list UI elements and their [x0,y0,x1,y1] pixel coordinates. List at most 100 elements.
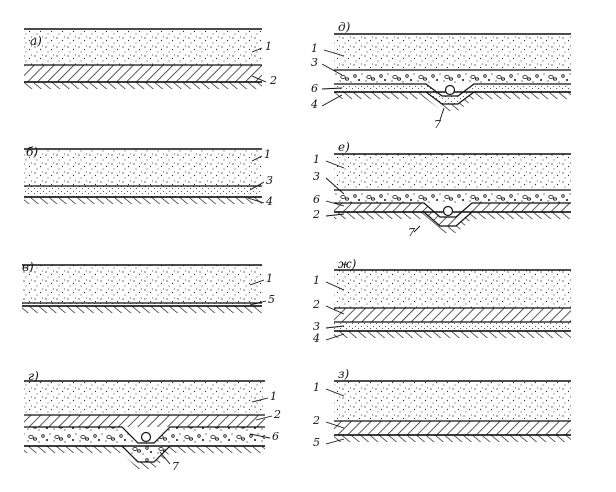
callout-lines [159,47,445,465]
layer-label: 7 [172,460,179,473]
callout-line [325,160,345,169]
layer-label: 3 [313,170,320,183]
layer-gravel [334,70,571,84]
callout-line [249,181,265,191]
layer-label: 2 [312,208,320,221]
callout-line [249,433,271,439]
layer-label: 7 [434,118,441,131]
callout-line [251,155,263,162]
layer-label: 5 [268,293,275,306]
callout-line [325,325,345,329]
layer-label: 1 [265,40,272,53]
layer-hatch [24,65,262,82]
drain-pipe [140,431,152,443]
callout-line [321,63,343,76]
layer-label: 1 [311,42,318,55]
panel-v [22,264,262,313]
layer-label: 3 [266,174,273,187]
layer-hatch [24,415,265,427]
callout-line [255,415,273,421]
layer-label: 2 [312,414,320,427]
panel-letter: ж) [338,257,357,271]
layer-ground [24,197,262,204]
callout-line [325,421,345,429]
layer-label: 7 [408,226,415,239]
callout-line [321,87,343,90]
layer-sand [334,154,571,190]
layer-label: 4 [265,195,273,208]
panel-letter: а) [30,34,42,48]
callout-line [325,305,345,315]
layer-sand [334,34,571,70]
panel-letter: д) [338,20,351,34]
callout-line [413,225,421,233]
layer-label: 2 [269,74,277,87]
layer-label: 1 [313,381,320,394]
panel-a [24,28,262,89]
panel-d [334,33,571,111]
drain-pipe [442,205,454,217]
layer-fine [334,84,571,104]
callout-line [251,75,267,83]
layer-label: 5 [313,436,320,449]
panel-letter: е) [338,140,350,154]
labels: а)12б)134в)15г)1267д)13647е)13627ж)1234з… [22,20,441,473]
layer-ground [334,92,571,111]
callout-line [251,47,263,53]
layer-label: 6 [272,430,279,443]
layer-boundary [334,202,571,218]
layer-sand [24,381,265,415]
callout-line [251,397,269,403]
layer-label: 1 [270,390,277,403]
layer-label: 6 [313,193,320,206]
layer-gravel [334,190,571,203]
layer-label: 3 [311,56,318,69]
layer-label: 1 [266,272,273,285]
callout-line [323,49,345,57]
layer-label: 1 [313,274,320,287]
panel-e [334,153,571,233]
layer-ground [334,212,571,233]
callout-line [325,438,345,445]
panel-letter: в) [22,260,34,274]
callout-line [325,213,345,217]
layer-sand [22,265,262,303]
layer-label: 1 [313,153,320,166]
layer-ground [334,435,571,442]
layer-hatch [334,203,571,226]
panel-letter: г) [28,369,39,383]
layer-fine [334,322,571,331]
layer-fine [22,303,262,306]
panel-letter: з) [338,367,350,381]
layer-label: 4 [312,332,320,345]
panel-z [334,380,571,442]
layer-label: 2 [273,408,281,421]
layer-sand [24,29,262,65]
layer-sand [24,149,262,186]
layer-label: 3 [313,320,320,333]
callout-line [439,107,445,121]
panel-zh [334,269,571,338]
callout-line [321,94,343,107]
layer-gravel [24,427,265,462]
callout-line [247,197,265,204]
callout-line [325,388,345,397]
callout-line [325,281,345,291]
layer-ground [334,331,571,338]
layer-boundary [334,83,571,97]
layer-label: 6 [311,82,318,95]
layer-drawings [22,28,571,469]
panel-b [24,148,262,204]
layer-label: 1 [264,148,271,161]
callout-line [325,200,345,207]
drain-pipe [444,84,456,96]
callout-line [325,333,345,341]
layer-label: 2 [312,298,320,311]
layer-ground [24,82,262,89]
layer-fine [24,186,262,197]
layer-sand [334,381,571,421]
layer-boundary [24,426,265,444]
callout-line [249,300,267,306]
callout-line [325,177,345,195]
